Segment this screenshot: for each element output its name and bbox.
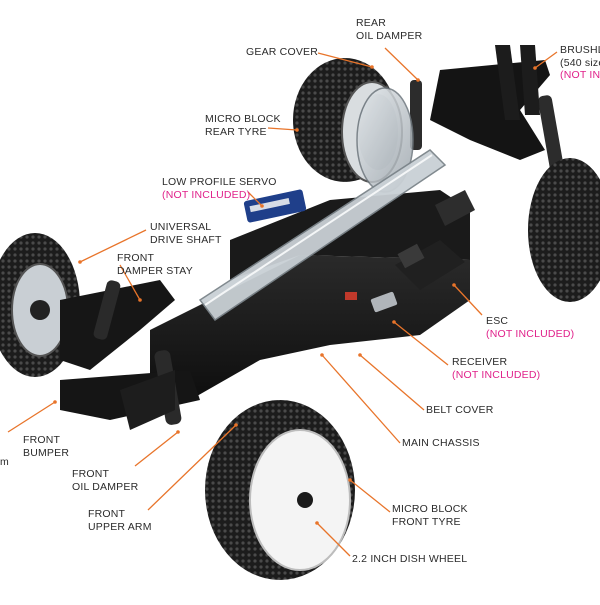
- callout-line: DAMPER STAY: [117, 264, 193, 277]
- callout-line: MAIN CHASSIS: [402, 437, 480, 449]
- callout-line: DRIVE SHAFT: [150, 233, 222, 246]
- callout-front-upper-arm: FRONT UPPER ARM: [88, 508, 152, 533]
- front-tyre-left: [0, 233, 80, 377]
- rear-shock-tower: [410, 45, 566, 185]
- callout-micro-block-rear-tyre: MICRO BLOCK REAR TYRE: [205, 113, 281, 138]
- callout-line: FRONT TYRE: [392, 515, 461, 528]
- callout-line: RECEIVER: [452, 356, 508, 368]
- callout-not-included: (NOT INCLUDED): [452, 368, 541, 381]
- callout-not-included: (NOT INC: [560, 69, 600, 81]
- callout-not-included: (NOT INCLUDED): [486, 327, 575, 340]
- callout-not-included: (NOT INCLUDED): [162, 188, 251, 201]
- callout-dish-wheel: 2.2 INCH DISH WHEEL: [352, 553, 467, 566]
- callout-line: FRONT: [117, 252, 155, 264]
- callout-universal-drive-shaft: UNIVERSAL DRIVE SHAFT: [150, 221, 222, 246]
- callout-line: REAR: [356, 17, 386, 29]
- rear-tyre-right: [528, 158, 600, 302]
- callout-brushless-motor: BRUSHLE (540 size (NOT INC: [560, 44, 600, 82]
- callout-front-bumper: FRONT BUMPER: [23, 434, 69, 459]
- callout-receiver: RECEIVER (NOT INCLUDED): [452, 356, 540, 381]
- receiver: [370, 291, 398, 313]
- callout-line: FRONT: [72, 468, 110, 480]
- callout-line: GEAR COVER: [246, 46, 319, 58]
- callout-line: 2.2 INCH DISH WHEEL: [352, 553, 468, 565]
- callout-line: REAR TYRE: [205, 125, 267, 138]
- callout-front-oil-damper: FRONT OIL DAMPER: [72, 468, 138, 493]
- callout-belt-cover: BELT COVER: [426, 404, 494, 417]
- callout-line: ESC: [486, 315, 509, 327]
- callout-line: (540 size: [560, 56, 600, 69]
- callout-line: MICRO BLOCK: [392, 503, 468, 515]
- callout-line: FRONT: [88, 508, 126, 520]
- callout-line: UPPER ARM: [88, 520, 152, 533]
- callout-main-chassis: MAIN CHASSIS: [402, 437, 480, 450]
- callout-line: MICRO BLOCK: [205, 113, 281, 125]
- callout-front-damper-stay: FRONT DAMPER STAY: [117, 252, 193, 277]
- esc-unit: [395, 190, 475, 290]
- callout-line: OIL DAMPER: [72, 480, 139, 493]
- callout-esc: ESC (NOT INCLUDED): [486, 315, 574, 340]
- leader-dots: [53, 65, 537, 525]
- callout-line: LOW PROFILE SERVO: [162, 176, 277, 188]
- leader-lines: [7, 47, 558, 557]
- callout-low-profile-servo: LOW PROFILE SERVO (NOT INCLUDED): [162, 176, 277, 201]
- front-suspension: [60, 280, 200, 430]
- callout-line: BRUSHLE: [560, 44, 600, 56]
- callout-micro-block-front-tyre: MICRO BLOCK FRONT TYRE: [392, 503, 468, 528]
- callout-gear-cover: GEAR COVER: [246, 46, 318, 59]
- callout-line: OIL DAMPER: [356, 29, 423, 42]
- front-tyre-right: [205, 400, 355, 580]
- callout-line: FRONT: [23, 434, 61, 446]
- callout-line: m: [0, 456, 9, 468]
- callout-rear-oil-damper: REAR OIL DAMPER: [356, 17, 422, 42]
- callout-line: BUMPER: [23, 446, 70, 459]
- callout-line: UNIVERSAL: [150, 221, 212, 233]
- callout-line: BELT COVER: [426, 404, 494, 416]
- callout-front-arm-partial: m: [0, 456, 9, 469]
- belt-cover: [198, 149, 447, 322]
